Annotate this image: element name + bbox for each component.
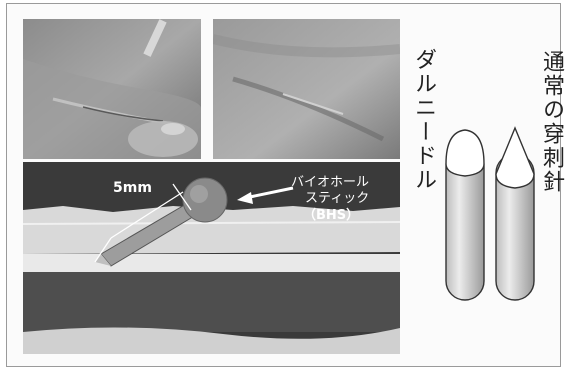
bhs-cross-section-diagram: 5mm バイオホール スティック （BHS）	[23, 162, 400, 354]
bhs-label-line2: スティック	[305, 192, 369, 207]
distance-label: 5mm	[113, 180, 152, 196]
bhs-label-line3: （BHS）	[303, 209, 359, 224]
needles-illustration	[440, 124, 540, 310]
normal-needle-icon	[496, 128, 534, 300]
normal-needle-label: 通常の穿刺針	[540, 50, 562, 194]
dull-needle-icon	[446, 130, 484, 300]
bhs-label-line1: バイオホール	[291, 176, 369, 191]
photo-incision	[213, 19, 400, 159]
photo-forearm-probe	[23, 19, 201, 159]
dull-needle-label: ダルニードル	[412, 48, 434, 192]
